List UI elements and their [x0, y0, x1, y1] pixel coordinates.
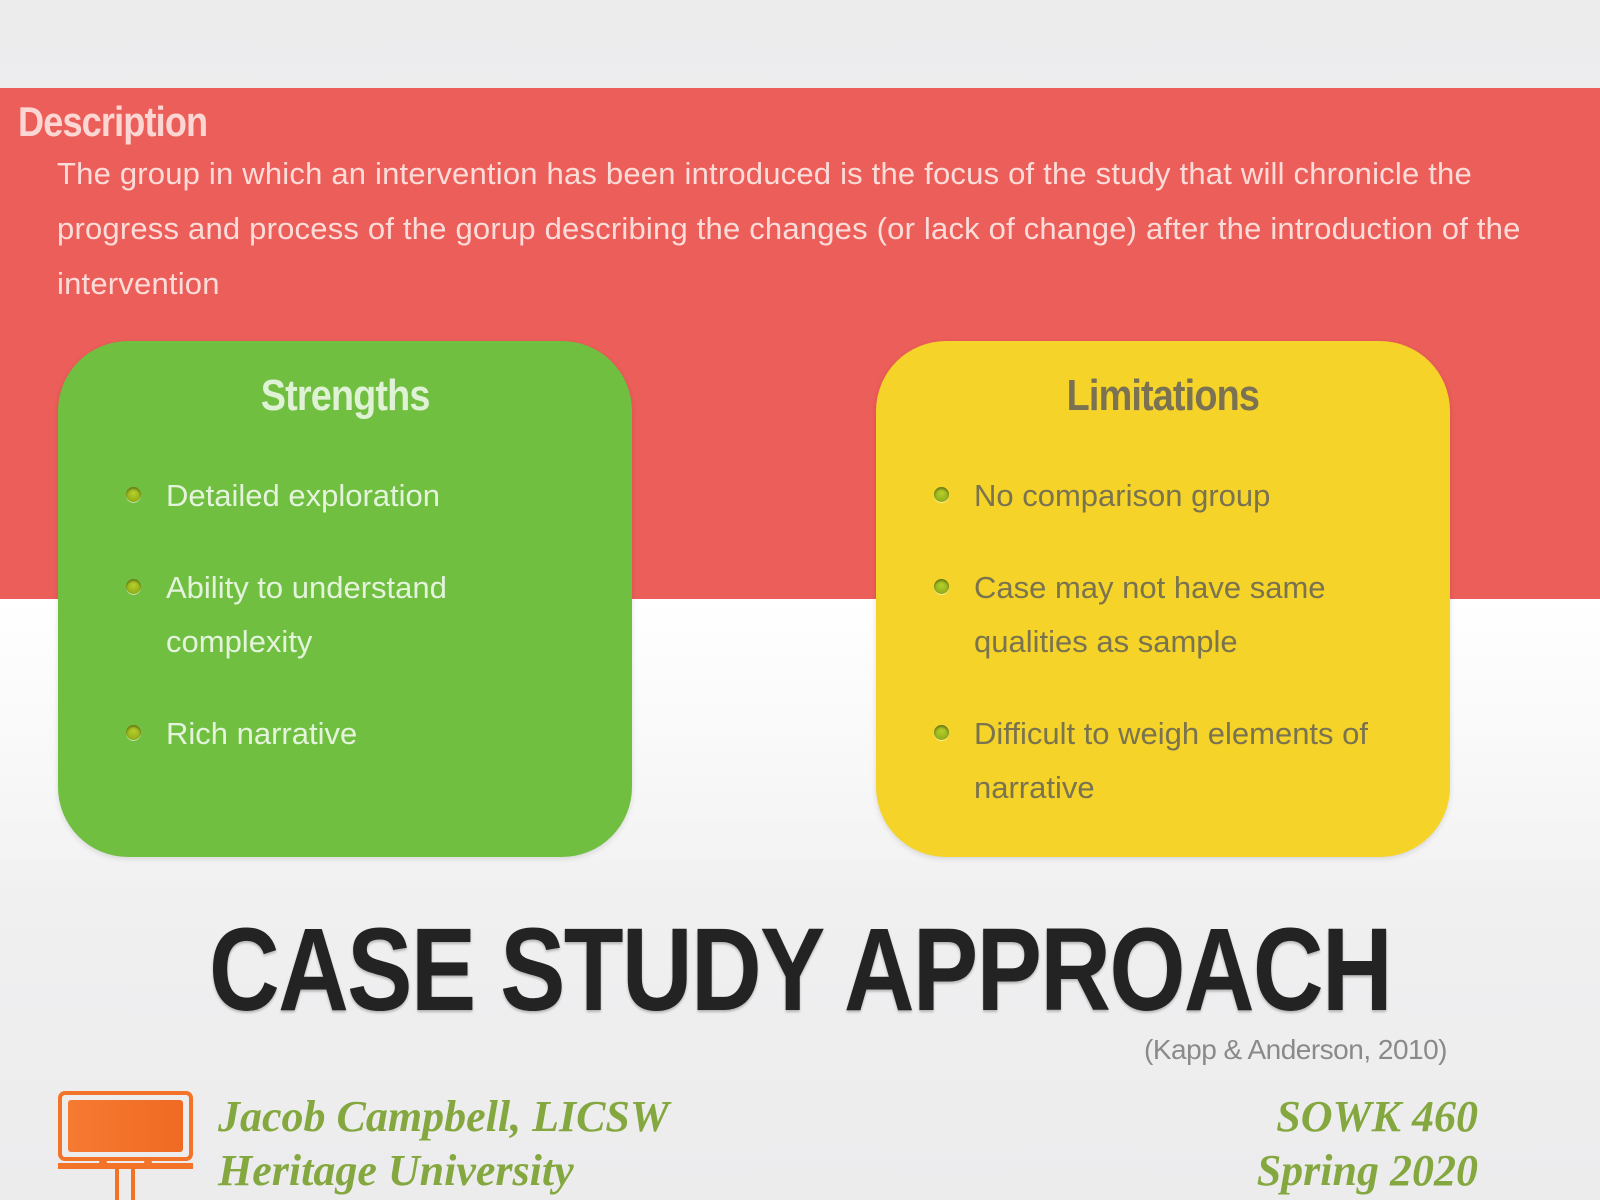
list-item: Detailed exploration	[58, 469, 632, 523]
course-term: Spring 2020	[1256, 1146, 1478, 1195]
limitations-card: Limitations No comparison group Case may…	[876, 341, 1450, 857]
list-item: Ability to understand complexity	[58, 561, 506, 669]
limitations-title: Limitations	[1066, 371, 1260, 420]
bullet-icon	[934, 579, 949, 594]
bullet-icon	[126, 487, 141, 502]
presenter-info: Jacob Campbell, LICSW Heritage Universit…	[218, 1090, 669, 1198]
bullet-icon	[934, 725, 949, 740]
list-item: Difficult to weigh elements of narrative	[876, 707, 1374, 815]
bullet-icon	[126, 579, 141, 594]
strengths-list: Detailed exploration Ability to understa…	[58, 469, 632, 799]
list-item: Rich narrative	[58, 707, 632, 761]
course-code: SOWK 460	[1276, 1092, 1478, 1141]
list-item: Case may not have same qualities as samp…	[876, 561, 1394, 669]
bullet-icon	[126, 725, 141, 740]
billboard-icon	[58, 1091, 193, 1200]
description-text: The group in which an intervention has b…	[57, 156, 1521, 301]
list-item: No comparison group	[876, 469, 1450, 523]
slide-title: CASE STUDY APPROACH	[209, 904, 1393, 1036]
strengths-card: Strengths Detailed exploration Ability t…	[58, 341, 632, 857]
strengths-title: Strengths	[260, 371, 431, 420]
author-name: Jacob Campbell, LICSW	[218, 1092, 670, 1141]
institution-name: Heritage University	[218, 1146, 574, 1195]
citation: (Kapp & Anderson, 2010)	[1144, 1034, 1447, 1065]
bullet-icon	[934, 487, 949, 502]
course-info: SOWK 460 Spring 2020	[1257, 1090, 1478, 1198]
description-heading: Description	[18, 98, 208, 145]
limitations-list: No comparison group Case may not have sa…	[876, 469, 1450, 853]
